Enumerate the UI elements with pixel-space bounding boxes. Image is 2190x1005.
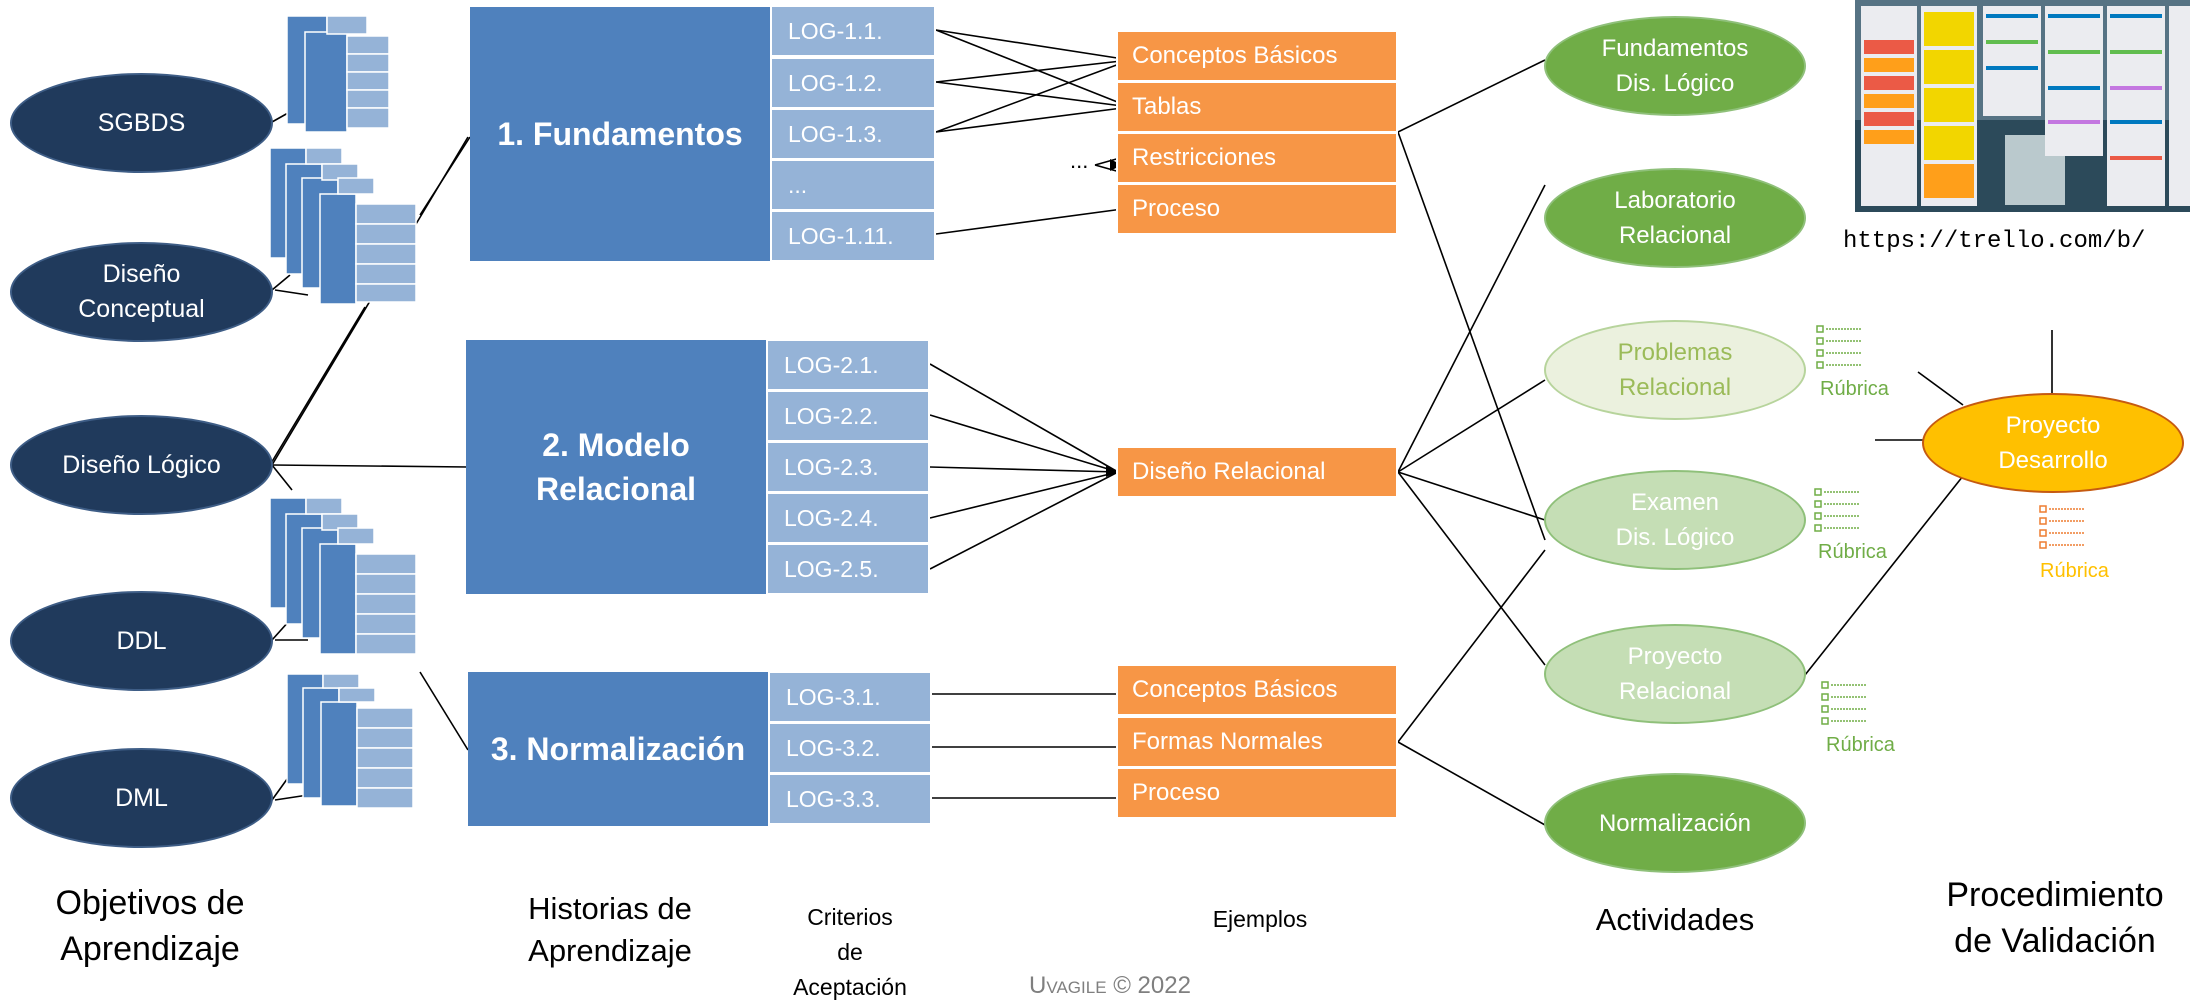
objective-diseno-conceptual[interactable]: Diseño Conceptual	[10, 242, 273, 342]
activity-fundamentos-dis-logico[interactable]: Fundamentos Dis. Lógico	[1544, 16, 1806, 116]
example-conceptos-basicos[interactable]: Conceptos Básicos	[1116, 30, 1398, 82]
validation-proyecto-desarrollo[interactable]: Proyecto Desarrollo	[1922, 393, 2184, 493]
activity-examen-dis-logico[interactable]: Examen Dis. Lógico	[1544, 470, 1806, 570]
rubric-label-desarrollo: Rúbrica	[2040, 560, 2109, 582]
criterion-ellipsis[interactable]: ...	[770, 159, 936, 211]
criterion-log-1-2[interactable]: LOG-1.2.	[770, 57, 936, 109]
example-proceso-norm[interactable]: Proceso	[1116, 767, 1398, 819]
criterion-log-1-11[interactable]: LOG-1.11.	[770, 210, 936, 262]
checklist-icon	[1821, 681, 1866, 725]
copyright: Uvagile © 2022	[1029, 972, 1191, 999]
criterion-log-2-2[interactable]: LOG-2.2.	[766, 390, 930, 442]
column-label-historias: Historias de Aprendizaje	[528, 891, 692, 968]
criterion-log-3-1[interactable]: LOG-3.1.	[768, 671, 932, 723]
criterion-log-1-3[interactable]: LOG-1.3.	[770, 108, 936, 160]
example-tablas[interactable]: Tablas	[1116, 81, 1398, 133]
rubric-label-examen: Rúbrica	[1818, 541, 1887, 563]
activity-problemas-relacional[interactable]: Problemas Relacional	[1544, 320, 1806, 420]
examples-ellipsis: ...	[1070, 148, 1089, 173]
rubric-label-proyecto: Rúbrica	[1826, 734, 1895, 756]
column-label-ejemplos: Ejemplos	[1212, 906, 1308, 932]
example-conceptos-basicos-norm[interactable]: Conceptos Básicos	[1116, 664, 1398, 716]
column-label-procedimiento: Procedimiento de Validación	[1946, 876, 2164, 960]
story-fundamentos[interactable]: 1. Fundamentos	[470, 7, 770, 261]
criterion-log-2-3[interactable]: LOG-2.3.	[766, 441, 930, 493]
column-label-criterios: Criterios de Aceptación	[793, 904, 907, 1000]
objective-sgbds[interactable]: SGBDS	[10, 73, 273, 173]
trello-url[interactable]: https://trello.com/b/	[1843, 228, 2146, 255]
activity-proyecto-relacional[interactable]: Proyecto Relacional	[1544, 624, 1806, 724]
checklist-icon	[1816, 325, 1861, 369]
document-stack-icon	[286, 673, 414, 809]
column-label-actividades: Actividades	[1595, 902, 1755, 937]
activity-normalizacion[interactable]: Normalización	[1544, 773, 1806, 873]
objective-ddl[interactable]: DDL	[10, 591, 273, 691]
rubric-label-problemas: Rúbrica	[1820, 378, 1889, 400]
story-modelo-relacional[interactable]: 2. Modelo Relacional	[466, 340, 766, 594]
criterion-log-3-3[interactable]: LOG-3.3.	[768, 773, 932, 825]
example-restricciones[interactable]: Restricciones	[1116, 132, 1398, 184]
example-diseno-relacional[interactable]: Diseño Relacional	[1116, 446, 1398, 498]
criterion-log-2-1[interactable]: LOG-2.1.	[766, 339, 930, 391]
column-label-objetivos: Objetivos de Aprendizaje	[55, 884, 245, 968]
checklist-icon	[1814, 488, 1859, 532]
criterion-log-3-2[interactable]: LOG-3.2.	[768, 722, 932, 774]
objective-dml[interactable]: DML	[10, 748, 273, 848]
criterion-log-2-5[interactable]: LOG-2.5.	[766, 543, 930, 595]
activity-laboratorio-relacional[interactable]: Laboratorio Relacional	[1544, 168, 1806, 268]
checklist-icon	[2039, 505, 2084, 549]
document-stack-icon	[286, 15, 390, 133]
objective-diseno-logico[interactable]: Diseño Lógico	[10, 415, 273, 515]
example-formas-normales[interactable]: Formas Normales	[1116, 716, 1398, 768]
trello-board-screenshot	[1855, 0, 2190, 212]
example-proceso[interactable]: Proceso	[1116, 183, 1398, 235]
document-stack-icon	[269, 497, 417, 655]
document-stack-icon	[269, 147, 417, 305]
story-normalizacion[interactable]: 3. Normalización	[468, 672, 768, 826]
criterion-log-2-4[interactable]: LOG-2.4.	[766, 492, 930, 544]
criterion-log-1-1[interactable]: LOG-1.1.	[770, 5, 936, 57]
